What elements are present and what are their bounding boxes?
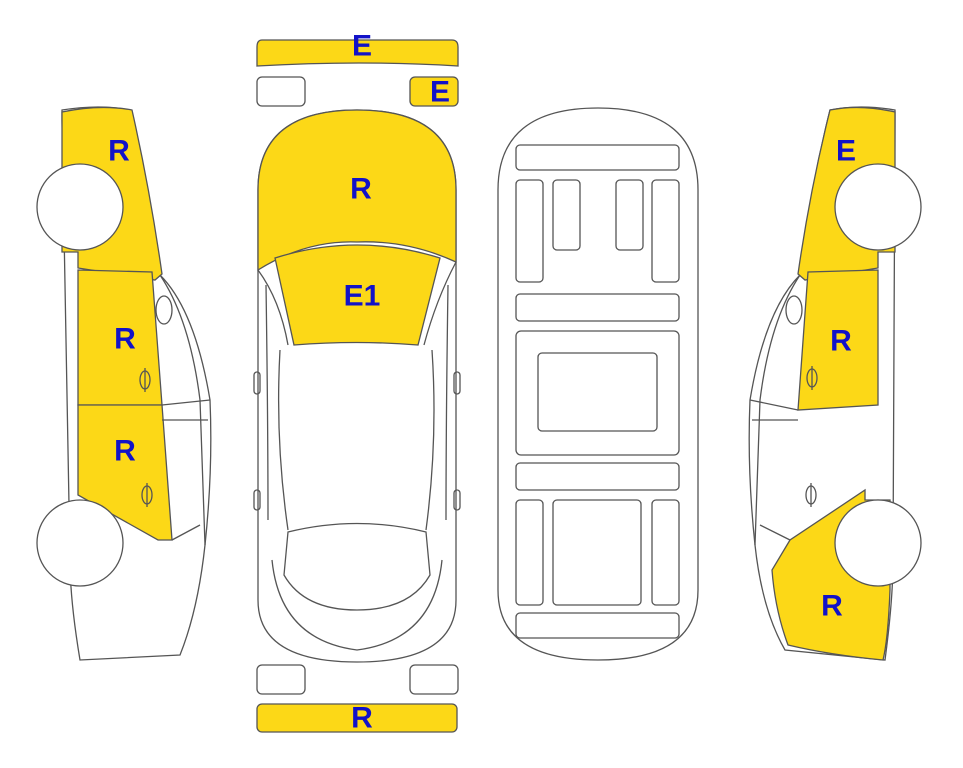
front-bumper[interactable] <box>256 39 459 67</box>
left-front-wheel <box>36 163 124 251</box>
label-hood: R <box>350 173 372 206</box>
hood[interactable] <box>257 109 457 272</box>
rear-bumper[interactable] <box>256 703 458 733</box>
taillight-left[interactable] <box>256 664 306 695</box>
left-side-view: R R R <box>36 106 212 661</box>
taillight-right[interactable] <box>409 664 459 695</box>
headlight-right[interactable] <box>409 76 459 107</box>
underbody-view <box>497 107 699 661</box>
left-rear-wheel <box>36 499 124 587</box>
windshield[interactable] <box>274 244 441 346</box>
label-right-rear-quarter: R <box>821 590 843 623</box>
label-rear-bumper: R <box>351 702 373 735</box>
label-windshield: E1 <box>344 280 381 313</box>
headlight-left[interactable] <box>256 76 306 107</box>
label-front-bumper: E <box>352 30 372 63</box>
top-view: E E R E1 R <box>253 30 461 735</box>
label-right-front-door: R <box>830 325 852 358</box>
right-rear-wheel <box>834 499 922 587</box>
label-right-front-fender: E <box>836 135 856 168</box>
right-side-view: E R R <box>748 106 922 661</box>
right-front-wheel <box>834 163 922 251</box>
label-left-rear-door: R <box>114 435 136 468</box>
label-headlight-right: E <box>430 76 450 109</box>
label-left-front-fender: R <box>108 135 130 168</box>
label-left-front-door: R <box>114 323 136 356</box>
